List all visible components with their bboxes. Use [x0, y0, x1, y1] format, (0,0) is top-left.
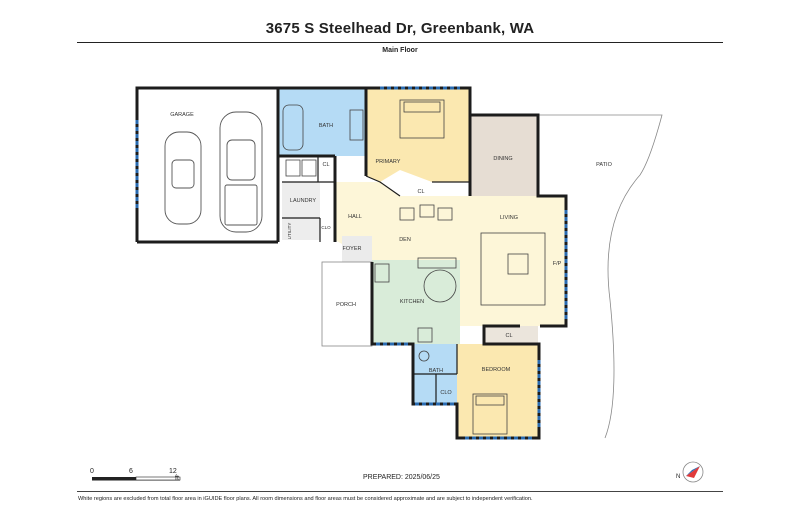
- label-living: LIVING: [500, 215, 518, 221]
- prepared-date: PREPARED: 2025/06/25: [363, 474, 440, 481]
- compass-icon: N: [676, 461, 704, 483]
- label-bath: BATH: [319, 123, 333, 129]
- label-porch: PORCH: [336, 302, 356, 308]
- thin-walls: [282, 156, 470, 404]
- porch-outline: [321, 261, 373, 347]
- stove-icon: [417, 327, 433, 343]
- kitchen-fill: [372, 260, 460, 344]
- label-laundry: LAUNDRY: [290, 198, 317, 204]
- label-bath-small: BATH: [429, 368, 443, 374]
- label-foyer: FOYER: [343, 246, 362, 252]
- patio-outline: [538, 114, 663, 439]
- bedroom-fill: [457, 344, 539, 438]
- island-icon: [417, 257, 457, 269]
- bed-primary-icon: [399, 99, 445, 139]
- label-dining: DINING: [493, 156, 512, 162]
- laundry-fill: [282, 182, 320, 240]
- den-fill: [342, 236, 372, 262]
- title-divider: [77, 42, 723, 43]
- label-hall: HALL: [348, 214, 362, 220]
- bed-bedroom-icon: [472, 393, 508, 435]
- fridge-icon: [374, 263, 390, 283]
- vanity-icon: [349, 109, 364, 141]
- scale-unit: ft: [175, 475, 179, 482]
- label-kitchen: KITCHEN: [400, 299, 424, 305]
- label-clo-bath: CLO: [440, 390, 452, 396]
- label-clo-hall: CLO: [321, 225, 331, 230]
- svg-text:N: N: [676, 474, 680, 480]
- bathtub-icon: [282, 104, 304, 151]
- label-cl-primary: CL: [417, 189, 424, 195]
- bath-fill: [278, 88, 366, 156]
- label-bedroom: BEDROOM: [482, 367, 511, 373]
- floor-label: Main Floor: [382, 47, 418, 54]
- toilet-icon: [418, 350, 430, 362]
- scale-tick-6: 6: [129, 468, 133, 475]
- ottoman-icon: [507, 253, 529, 275]
- dining-fill: [470, 115, 538, 196]
- plan-title: 3675 S Steelhead Dr, Greenbank, WA: [265, 20, 535, 37]
- scale-tick-12: 12: [169, 468, 177, 475]
- disclaimer: White regions are excluded from total fl…: [78, 496, 533, 502]
- car-right-icon: [219, 111, 263, 233]
- scale-bar: 0 6 12 ft: [90, 468, 181, 482]
- label-den: DEN: [399, 237, 411, 243]
- chair-icon: [399, 207, 415, 221]
- washer-icon: [285, 159, 301, 177]
- label-fp: F/P: [553, 261, 562, 267]
- label-garage: GARAGE: [170, 112, 194, 118]
- car-left-icon: [164, 131, 202, 225]
- scale-tick-0: 0: [90, 468, 94, 475]
- sofa-icon: [480, 232, 546, 306]
- label-utility: UTILITY: [287, 223, 292, 240]
- label-primary: PRIMARY: [376, 159, 401, 165]
- label-cl-small: CL: [322, 162, 329, 168]
- label-cl-bed: CL: [505, 333, 512, 339]
- table-icon: [423, 269, 457, 303]
- label-patio: PATIO: [596, 162, 612, 168]
- footer-divider: [77, 491, 723, 492]
- cl-bed-fill: [484, 326, 538, 344]
- interior-walls: [276, 88, 472, 242]
- dryer-icon: [301, 159, 317, 177]
